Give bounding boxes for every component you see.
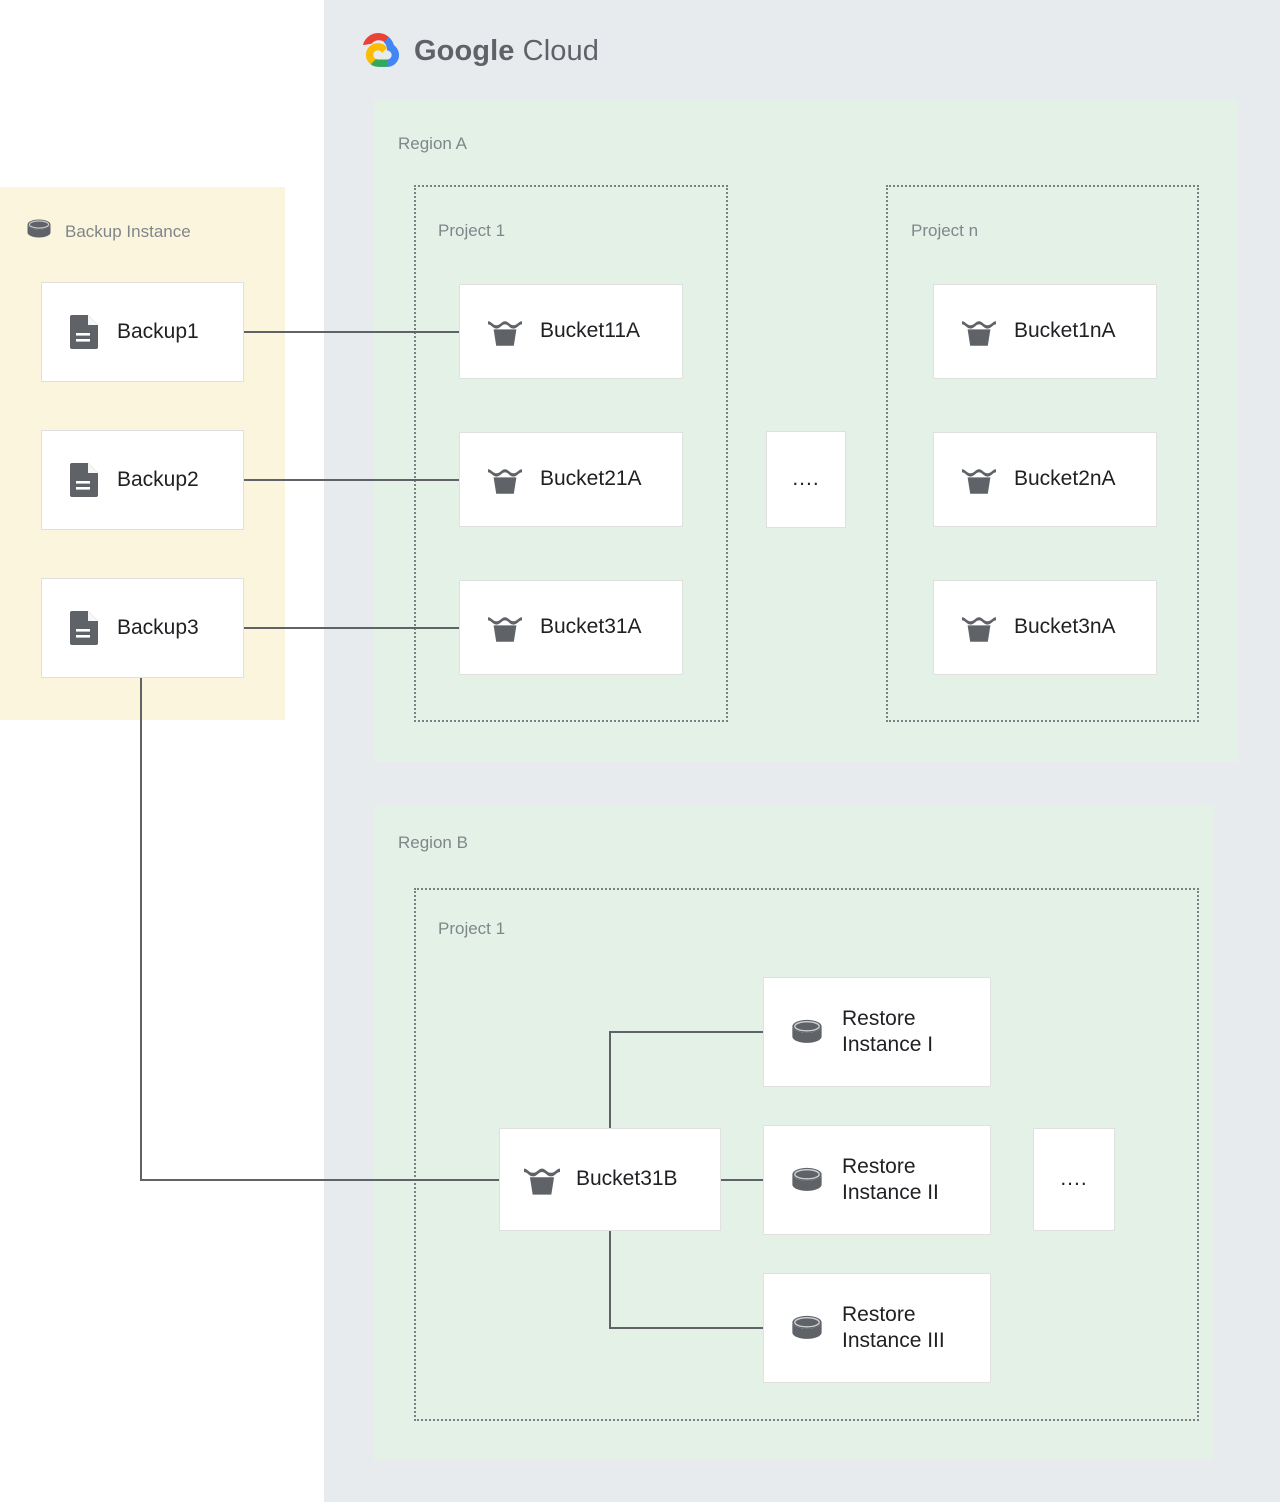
file-document-icon (70, 463, 98, 497)
storage-bucket-icon (962, 613, 996, 643)
database-cylinder-icon (790, 1314, 824, 1342)
region-b-ellipsis-box: .... (1033, 1128, 1115, 1231)
region-a-ellipsis-box: .... (766, 431, 846, 528)
region-b-label: Region B (398, 833, 468, 852)
storage-bucket-icon (962, 317, 996, 347)
node-label: Restore Instance III (842, 1302, 945, 1352)
node-label: Restore Instance II (842, 1154, 939, 1204)
node-label: Bucket3nA (1014, 615, 1116, 639)
project-n-region-a-label: Project n (911, 221, 979, 240)
project-1-region-b-label: Project 1 (438, 919, 506, 938)
node-bucket3na[interactable]: Bucket3nA (933, 580, 1157, 675)
connector-backup3-bucket31b (140, 678, 499, 1181)
node-label: Backup1 (117, 319, 199, 343)
storage-bucket-icon (488, 465, 522, 495)
node-restore-instance-1[interactable]: Restore Instance I (763, 977, 991, 1087)
node-bucket11a[interactable]: Bucket11A (459, 284, 683, 379)
project-n-region-a-box (886, 185, 1199, 722)
region-a-label: Region A (398, 134, 467, 153)
google-cloud-wordmark: Google Cloud (414, 35, 599, 68)
storage-bucket-icon (488, 613, 522, 643)
node-label: Bucket31A (540, 615, 642, 639)
node-bucket31b[interactable]: Bucket31B (499, 1128, 721, 1231)
wordmark-google: Google (414, 35, 515, 67)
node-bucket2na[interactable]: Bucket2nA (933, 432, 1157, 527)
node-label: Bucket11A (540, 319, 641, 343)
ellipsis-label: .... (1060, 1167, 1088, 1191)
node-label: Backup2 (117, 467, 199, 491)
node-label: Bucket31B (576, 1167, 678, 1191)
node-bucket31a[interactable]: Bucket31A (459, 580, 683, 675)
node-backup2[interactable]: Backup2 (41, 430, 244, 530)
node-bucket1na[interactable]: Bucket1nA (933, 284, 1157, 379)
database-cylinder-icon (790, 1018, 824, 1046)
node-bucket21a[interactable]: Bucket21A (459, 432, 683, 527)
storage-bucket-icon (524, 1164, 560, 1196)
node-backup1[interactable]: Backup1 (41, 282, 244, 382)
connector-bucket31b-restore3 (609, 1231, 763, 1329)
google-cloud-branding: Google Cloud (356, 30, 599, 73)
project-1-region-b-box (414, 888, 1199, 1421)
wordmark-cloud: Cloud (522, 35, 599, 67)
node-backup3[interactable]: Backup3 (41, 578, 244, 678)
file-document-icon (70, 611, 98, 645)
database-cylinder-icon (26, 218, 52, 245)
node-label: Backup3 (117, 615, 199, 639)
node-label: Bucket1nA (1014, 319, 1116, 343)
google-cloud-logo-icon (356, 30, 400, 73)
node-label: Bucket21A (540, 467, 642, 491)
file-document-icon (70, 315, 98, 349)
backup-instance-title: Backup Instance (65, 221, 191, 241)
database-cylinder-icon (790, 1166, 824, 1194)
node-label: Restore Instance I (842, 1006, 934, 1056)
node-restore-instance-3[interactable]: Restore Instance III (763, 1273, 991, 1383)
project-1-region-a-box (414, 185, 728, 722)
ellipsis-label: .... (792, 467, 820, 491)
storage-bucket-icon (488, 317, 522, 347)
backup-instance-header: Backup Instance (26, 218, 191, 245)
node-label: Bucket2nA (1014, 467, 1116, 491)
project-1-region-a-label: Project 1 (438, 221, 506, 240)
node-restore-instance-2[interactable]: Restore Instance II (763, 1125, 991, 1235)
storage-bucket-icon (962, 465, 996, 495)
connector-bucket31b-restore1 (609, 1031, 763, 1128)
